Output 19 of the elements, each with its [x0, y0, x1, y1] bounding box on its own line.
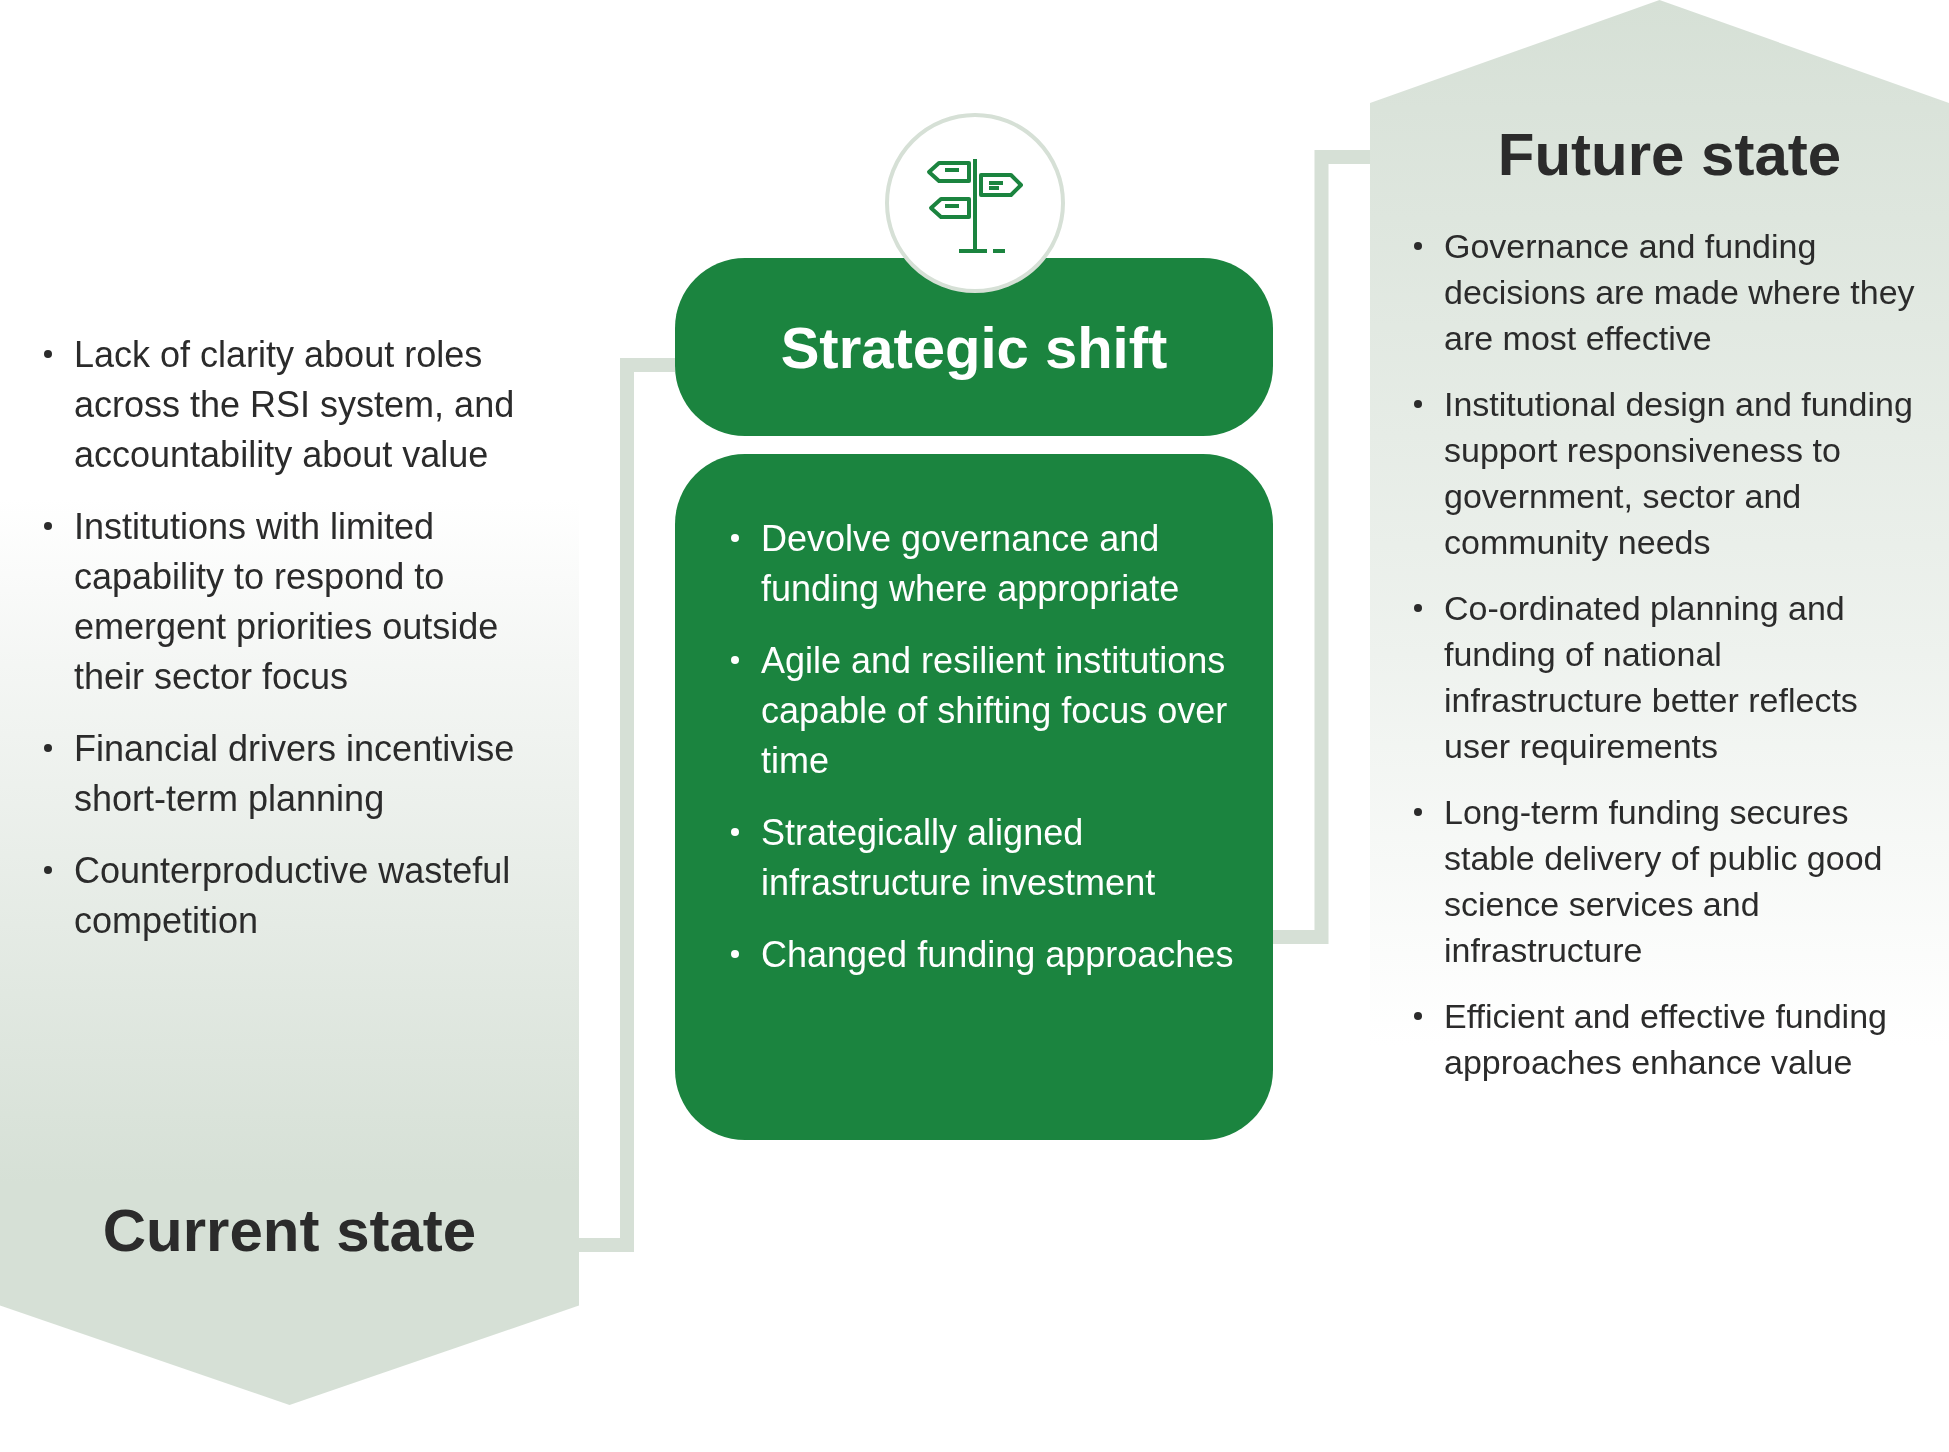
bullet-item: Efficient and effective funding approaches enhance value: [1410, 993, 1929, 1085]
bullet-item: Institutional design and funding support responsiveness to government, sector and community needs: [1410, 381, 1929, 565]
bullet-item: Agile and resilient institutions capable of shifting focus over time: [727, 636, 1243, 786]
bullet-item: Strategically aligned infrastructure investment: [727, 808, 1243, 908]
content-card: [675, 454, 1273, 1140]
heading: Current state: [101, 1196, 478, 1265]
bullet-item: Devolve governance and funding where appropriate: [727, 514, 1243, 614]
bullet-item: Financial drivers incentivise short-term planning: [40, 724, 539, 824]
bullet-item: Long-term funding secures stable delivery of public good science services and infrastructure: [1410, 789, 1929, 973]
bullet-item: Lack of clarity about roles across the RSI system, and accountability about value: [40, 330, 539, 480]
bullet-item: Governance and funding decisions are made where they are most effective: [1410, 223, 1929, 361]
connector-line: [579, 358, 675, 1252]
bullet-item: Changed funding approaches: [727, 930, 1243, 980]
bullet-item: Co-ordinated planning and funding of national infrastructure better reflects user requirements: [1410, 585, 1929, 769]
connector-line: [1273, 150, 1370, 944]
heading: Strategic shift: [780, 313, 1168, 381]
bullet-item: Institutions with limited capability to respond to emergent priorities outside their sector focus: [40, 502, 539, 702]
bullet-item: Counterproductive wasteful competition: [40, 846, 539, 946]
heading: Future state: [1496, 120, 1843, 189]
